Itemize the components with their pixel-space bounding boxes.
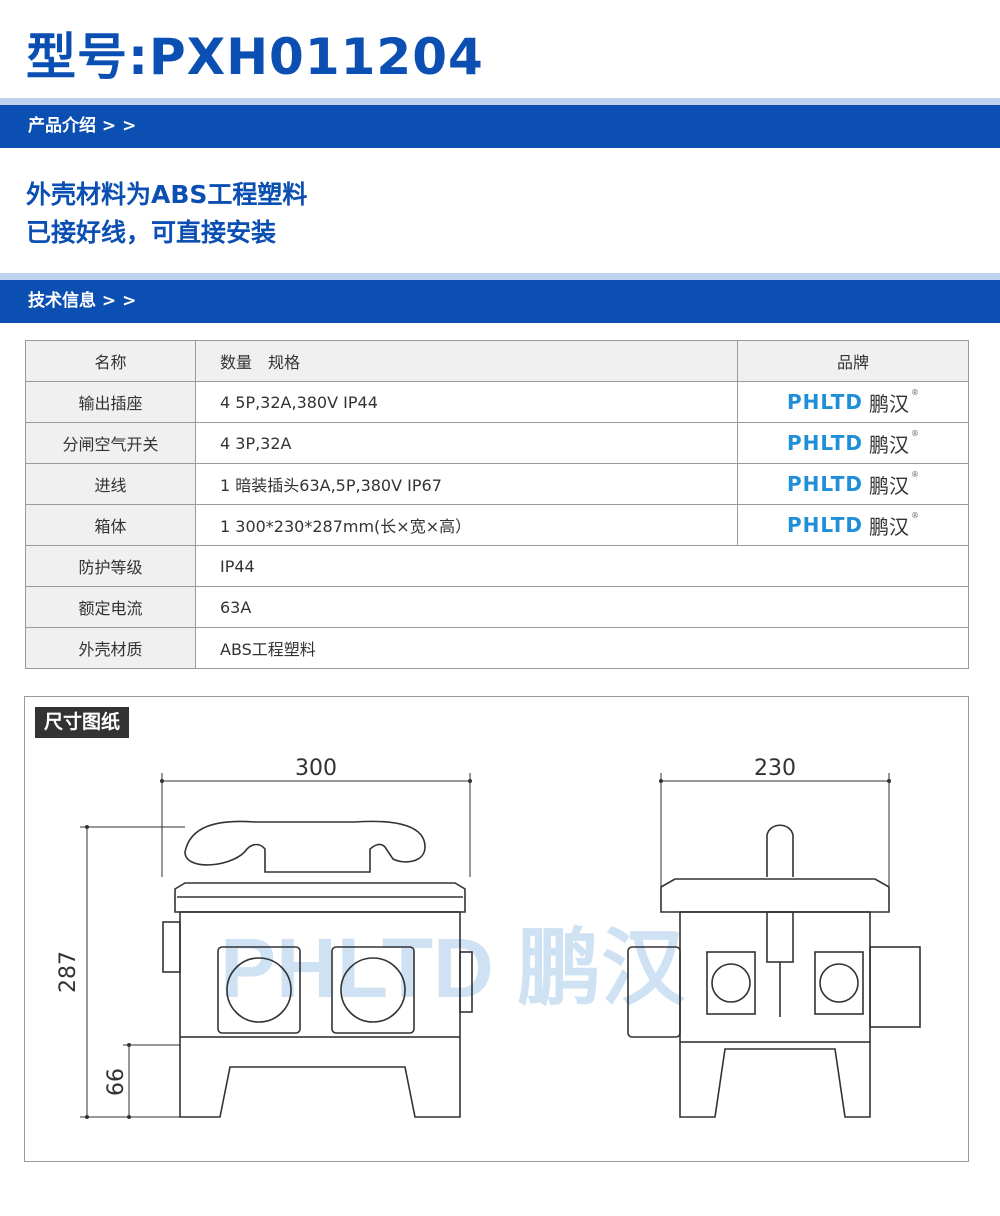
dimension-drawing: PHLTD 鹏汉 (56, 756, 921, 1119)
table-header-row: 名称 数量 规格 品牌 (25, 340, 969, 382)
table-row: 额定电流 63A (25, 586, 969, 628)
header-brand: 品牌 (737, 340, 969, 382)
table-row: 外壳材质 ABS工程塑料 (25, 627, 969, 669)
product-intro: 外壳材料为ABS工程塑料 已接好线，可直接安装 (26, 176, 307, 252)
table-row: 防护等级 IP44 (25, 545, 969, 587)
header-qty-spec: 数量 规格 (195, 340, 738, 382)
drawing-label: 尺寸图纸 (35, 707, 130, 738)
row-name: 箱体 (25, 504, 196, 546)
row-name: 分闸空气开关 (25, 422, 196, 464)
row-value: 4 3P,32A (195, 422, 738, 464)
dim-depth-label: 230 (754, 756, 796, 781)
row-name: 输出插座 (25, 381, 196, 423)
section-band-accent (0, 98, 1000, 105)
model-title: 型号:PXH011204 (26, 28, 484, 86)
dim-leg-label: 66 (104, 1068, 129, 1096)
row-name: 外壳材质 (25, 627, 196, 669)
dimension-drawing-panel: PHLTD 鹏汉 (24, 696, 969, 1162)
dim-height-label: 287 (56, 951, 81, 993)
row-value: ABS工程塑料 (195, 627, 969, 669)
section-band-accent (0, 273, 1000, 280)
dim-width-label: 300 (295, 756, 337, 781)
intro-line-2: 已接好线，可直接安装 (26, 218, 277, 247)
row-name: 额定电流 (25, 586, 196, 628)
section-header-intro: 产品介绍 > > (0, 105, 1000, 148)
row-name: 防护等级 (25, 545, 196, 587)
row-name: 进线 (25, 463, 196, 505)
row-value: 4 5P,32A,380V IP44 (195, 381, 738, 423)
spec-table: 名称 数量 规格 品牌 输出插座 4 5P,32A,380V IP44 PHLT… (25, 340, 969, 669)
row-value: 1 暗装插头63A,5P,380V IP67 (195, 463, 738, 505)
header-name: 名称 (25, 340, 196, 382)
row-value: 63A (195, 586, 969, 628)
intro-line-1: 外壳材料为ABS工程塑料 (26, 180, 308, 209)
watermark: PHLTD 鹏汉 (220, 921, 686, 1015)
row-value: 1 300*230*287mm(长×宽×高） (195, 504, 738, 546)
row-value: IP44 (195, 545, 969, 587)
section-header-tech: 技术信息 > > (0, 280, 1000, 323)
